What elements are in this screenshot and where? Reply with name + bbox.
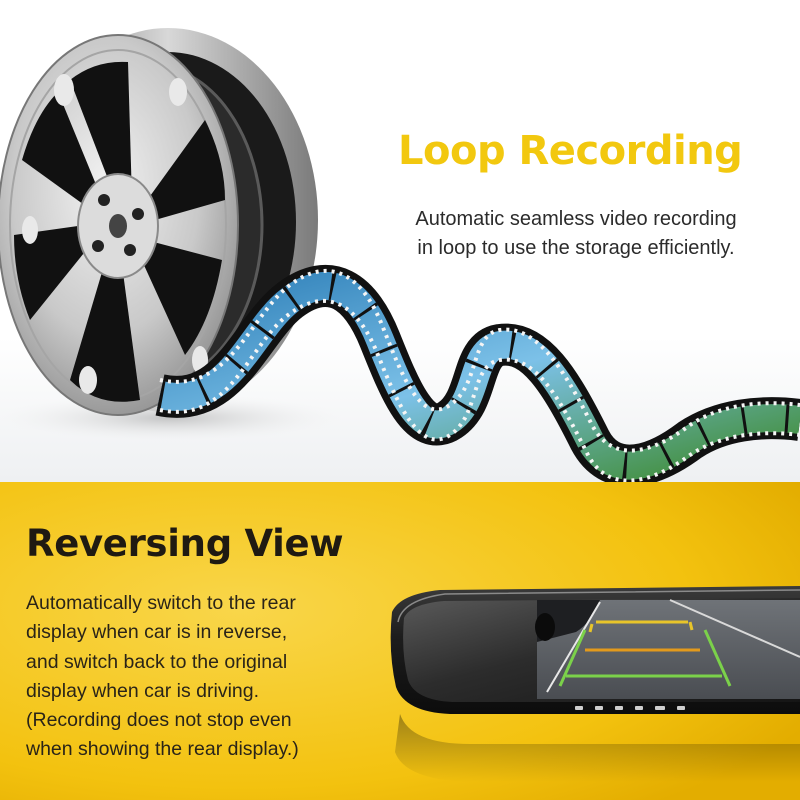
reversing-view-panel: Reversing View Automatically switch to t…	[0, 482, 800, 800]
film-reel-icon	[0, 28, 318, 416]
loop-recording-panel: Loop Recording Automatic seamless video …	[0, 0, 800, 482]
loop-recording-title: Loop Recording	[398, 128, 743, 174]
rearview-mirror-icon	[390, 586, 800, 782]
reversing-view-title: Reversing View	[26, 522, 344, 565]
reversing-view-background	[0, 482, 800, 800]
reversing-view-description: Automatically switch to the rear display…	[26, 592, 299, 761]
film-reel-illustration	[0, 28, 800, 482]
loop-recording-description: Automatic seamless video recording in lo…	[415, 208, 737, 259]
film-strip-icon	[155, 264, 800, 482]
